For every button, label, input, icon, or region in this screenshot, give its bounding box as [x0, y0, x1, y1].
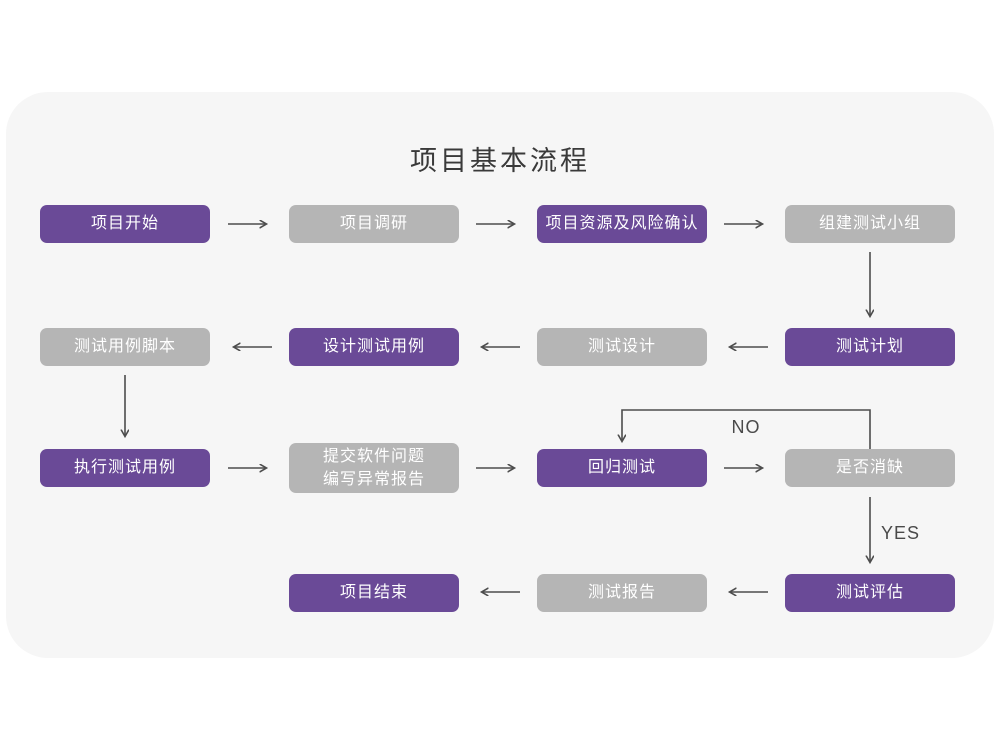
node-submit-issue-report: 提交软件问题 编写异常报告 — [289, 443, 459, 493]
node-execute-test-cases: 执行测试用例 — [40, 449, 210, 487]
node-project-start: 项目开始 — [40, 205, 210, 243]
node-resource-risk-confirm: 项目资源及风险确认 — [537, 205, 707, 243]
node-test-evaluation: 测试评估 — [785, 574, 955, 612]
flowchart-card — [6, 92, 994, 658]
node-label: 测试计划 — [835, 338, 904, 356]
node-label: 测试评估 — [835, 584, 904, 602]
yes-label: YES — [881, 523, 920, 543]
node-project-research: 项目调研 — [289, 205, 459, 243]
node-label-line1: 提交软件问题 — [322, 447, 425, 465]
node-test-design: 测试设计 — [537, 328, 707, 366]
node-regression-test: 回归测试 — [537, 449, 707, 487]
node-label: 测试报告 — [587, 584, 656, 602]
node-label: 项目调研 — [339, 215, 408, 233]
node-label: 回归测试 — [587, 459, 656, 477]
node-label: 项目结束 — [339, 584, 408, 602]
node-label: 项目资源及风险确认 — [545, 215, 699, 233]
node-test-plan: 测试计划 — [785, 328, 955, 366]
node-label: 测试用例脚本 — [73, 338, 176, 356]
node-label: 项目开始 — [90, 215, 159, 233]
node-label-line2: 编写异常报告 — [322, 471, 425, 488]
node-test-case-script: 测试用例脚本 — [40, 328, 210, 366]
no-label: NO — [732, 417, 761, 437]
arrow-no-loop — [622, 409, 871, 449]
node-defect-resolved: 是否消缺 — [785, 449, 955, 487]
node-label: 是否消缺 — [835, 459, 904, 477]
node-label: 设计测试用例 — [322, 338, 425, 356]
node-project-end: 项目结束 — [289, 574, 459, 612]
node-label: 执行测试用例 — [73, 459, 176, 477]
node-design-test-cases: 设计测试用例 — [289, 328, 459, 366]
node-test-report: 测试报告 — [537, 574, 707, 612]
node-build-test-team: 组建测试小组 — [785, 205, 955, 243]
node-label: 测试设计 — [587, 338, 656, 356]
node-label: 组建测试小组 — [818, 215, 921, 233]
page-title: 项目基本流程 — [410, 146, 590, 176]
